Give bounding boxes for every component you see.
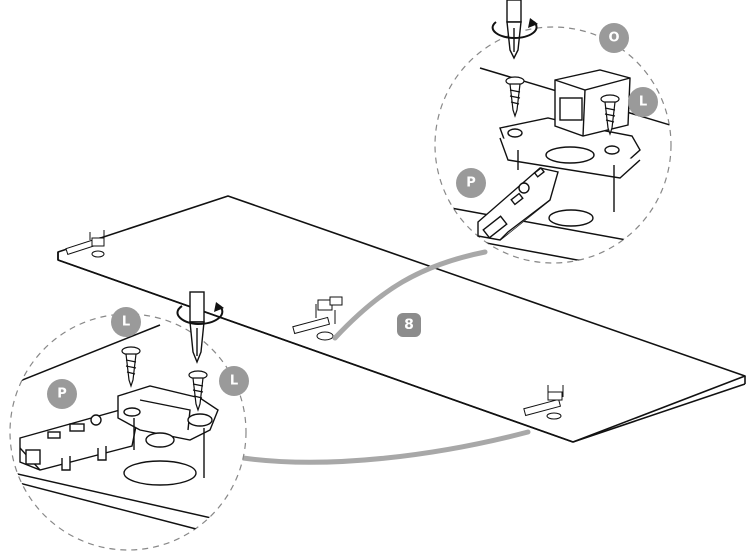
svg-text:L: L — [122, 315, 130, 330]
screw-icon — [600, 94, 620, 136]
badge-bottom-l2: L — [219, 366, 249, 396]
badge-top-l: L — [628, 87, 658, 117]
svg-text:O: O — [608, 31, 619, 46]
badge-top-o: O — [599, 23, 629, 53]
connector-top — [332, 249, 488, 341]
svg-text:P: P — [57, 387, 67, 402]
screwdriver-icon — [189, 291, 205, 364]
bottom-detail-view: L L P — [9, 291, 249, 551]
step-number-badge: 8 — [397, 313, 421, 337]
rotate-arrow-icon — [176, 305, 224, 326]
panel-hinge-right — [523, 385, 564, 420]
badge-bottom-l1: L — [111, 307, 141, 337]
connector-bottom — [240, 429, 531, 465]
top-detail-view: O L P — [434, 0, 672, 264]
screw-icon — [188, 370, 208, 412]
panel-hinge-middle — [292, 296, 343, 341]
bottom-hinge — [19, 385, 219, 486]
badge-bottom-p: P — [47, 379, 77, 409]
rotate-arrow-head — [214, 302, 224, 312]
rotate-arrow-head — [528, 18, 538, 28]
panel-hinge-left — [65, 230, 105, 258]
step-number-text: 8 — [404, 317, 414, 333]
svg-text:L: L — [230, 374, 238, 389]
screw-icon — [505, 76, 525, 118]
screw-icon — [121, 346, 141, 388]
svg-text:L: L — [639, 95, 647, 110]
rotate-arrow-icon — [491, 21, 538, 40]
svg-text:P: P — [466, 176, 476, 191]
screwdriver-icon — [506, 0, 522, 60]
badge-top-p: P — [456, 168, 486, 198]
